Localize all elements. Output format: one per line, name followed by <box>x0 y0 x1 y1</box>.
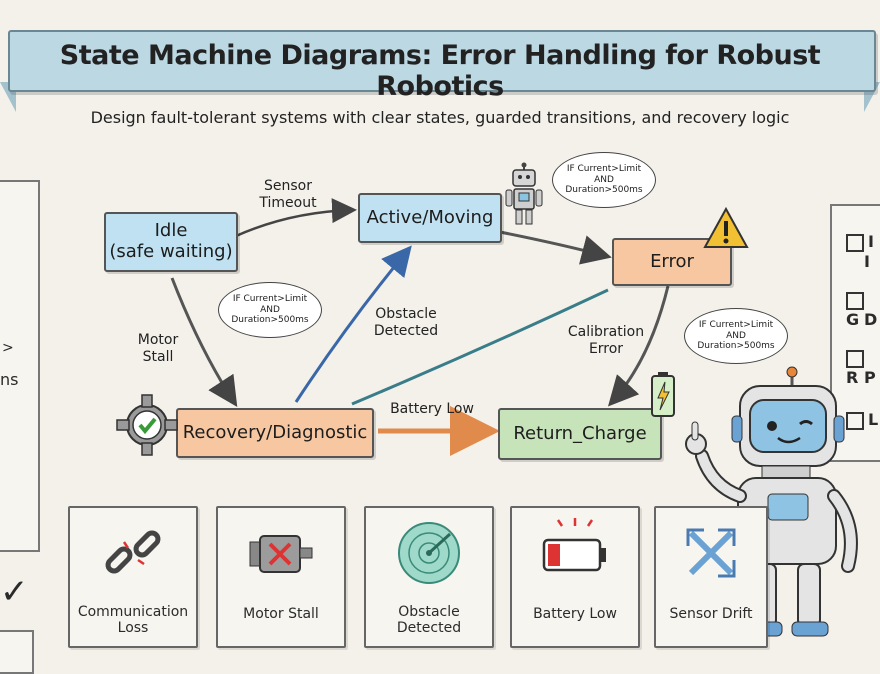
warning-icon <box>703 206 749 248</box>
sensor-drift-icon <box>686 528 736 578</box>
transition-arrows <box>170 198 670 456</box>
left-panel-arrow: > <box>2 340 14 356</box>
error-card-obstacle-detected: Obstacle Detected <box>364 506 494 648</box>
checkbox-icon <box>846 349 864 368</box>
page-title: State Machine Diagrams: Error Handling f… <box>59 40 821 102</box>
low-battery-icon <box>542 518 606 572</box>
checklist-subitem-2: D <box>864 310 878 329</box>
state-recovery-diagnostic: Recovery/Diagnostic <box>176 408 374 458</box>
state-active-moving: Active/Moving <box>358 193 502 243</box>
state-idle: Idle (safe waiting) <box>104 212 238 272</box>
checklist-item-3: R <box>846 348 880 387</box>
card-label: Motor Stall <box>243 605 319 622</box>
left-panel-text: ns <box>0 370 19 389</box>
broken-chain-icon <box>105 530 161 574</box>
robot-mascot-icon <box>685 366 858 637</box>
label-obstacle-detected: Obstacle Detected <box>373 306 439 339</box>
error-card-battery-low: Battery Low <box>510 506 640 648</box>
motor-icon <box>249 535 313 573</box>
gear-check-icon <box>116 394 178 456</box>
radar-icon <box>398 522 460 584</box>
error-card-communication-loss: Communication Loss <box>68 506 198 648</box>
checkbox-icon <box>846 233 864 252</box>
left-panel <box>0 180 40 552</box>
arrow-error-to-recovery <box>351 288 609 406</box>
page-subtitle: Design fault-tolerant systems with clear… <box>90 108 790 127</box>
left-check-icon: ✓ <box>0 572 29 612</box>
guard-cloud-top: IF Current>Limit AND Duration>500ms <box>552 152 656 208</box>
error-card-motor-stall: Motor Stall <box>216 506 346 648</box>
label-motor-stall: Motor Stall <box>137 332 179 365</box>
small-robot-icon <box>505 162 543 225</box>
title-banner <box>8 30 876 92</box>
arrow-idle-to-recovery <box>170 277 238 408</box>
checklist-item-4: L <box>846 410 878 430</box>
checkbox-icon <box>846 291 864 310</box>
arrow-active-to-error <box>499 230 612 265</box>
guard-cloud-middle: IF Current>Limit AND Duration>500ms <box>218 282 322 338</box>
checklist-subitem-3: P <box>864 368 876 387</box>
card-label: Obstacle Detected <box>396 603 462 636</box>
state-return-charge: Return_Charge <box>498 408 662 460</box>
guard-cloud-right: IF Current>Limit AND Duration>500ms <box>684 308 788 364</box>
card-label: Communication Loss <box>77 603 189 636</box>
battery-charging-icon <box>651 372 675 417</box>
label-calibration-error: Calibration Error <box>567 324 645 357</box>
label-sensor-timeout: Sensor Timeout <box>259 178 317 211</box>
arrow-recovery-to-active <box>294 245 412 403</box>
state-error: Error <box>612 238 732 286</box>
card-label: Battery Low <box>533 605 617 622</box>
checklist-item-1: I <box>846 232 874 252</box>
checklist-subitem-1: I <box>864 252 870 271</box>
arrow-idle-to-active <box>235 198 357 238</box>
error-card-sensor-drift: Sensor Drift <box>654 506 768 648</box>
card-label: Sensor Drift <box>669 605 753 622</box>
checkbox-icon <box>846 411 864 430</box>
checklist-item-2: G <box>846 290 880 329</box>
arrow-error-to-return <box>607 285 670 407</box>
label-battery-low: Battery Low <box>390 401 474 417</box>
